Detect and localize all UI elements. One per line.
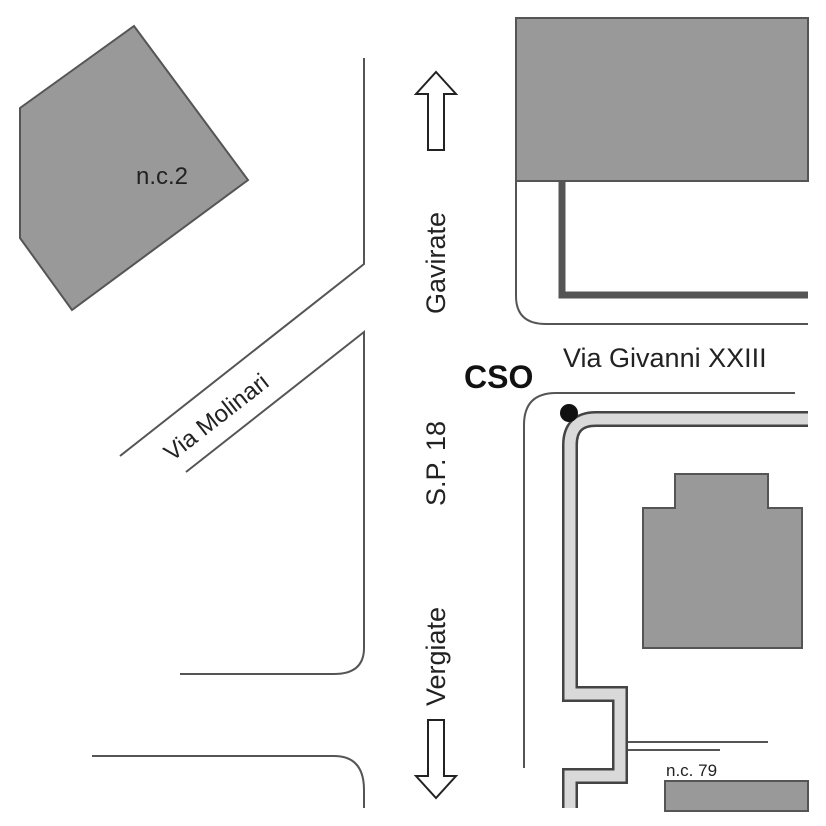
location-marker-label: CSO	[464, 359, 533, 395]
pedestrian-path	[564, 413, 808, 808]
curb-top-right	[515, 181, 808, 325]
curb-bottom-left	[92, 755, 365, 808]
street-label-giovanni: Via Givanni XXIII	[563, 343, 767, 373]
location-dot-icon	[560, 404, 578, 422]
road-label-sp18: S.P. 18	[421, 421, 451, 506]
direction-label-gavirate: Gavirate	[421, 212, 451, 314]
road-edge-sp18-upper-west	[119, 58, 365, 457]
building-nc79	[664, 780, 809, 812]
building-nc2	[19, 24, 250, 312]
road-edge-sp18-lower-west	[180, 329, 365, 675]
street-label-molinari: Via Molinari	[159, 369, 274, 467]
arrow-down-icon	[413, 719, 459, 800]
wall-outline	[558, 181, 808, 299]
arrow-up-icon	[413, 70, 459, 151]
building-nc79-label: n.c. 79	[666, 761, 717, 780]
building-top-right	[515, 17, 809, 182]
road-edge-giovanni-south	[523, 392, 795, 768]
direction-label-vergiate: Vergiate	[421, 607, 451, 706]
building-right-middle	[642, 473, 803, 649]
building-nc2-label: n.c.2	[136, 163, 188, 190]
